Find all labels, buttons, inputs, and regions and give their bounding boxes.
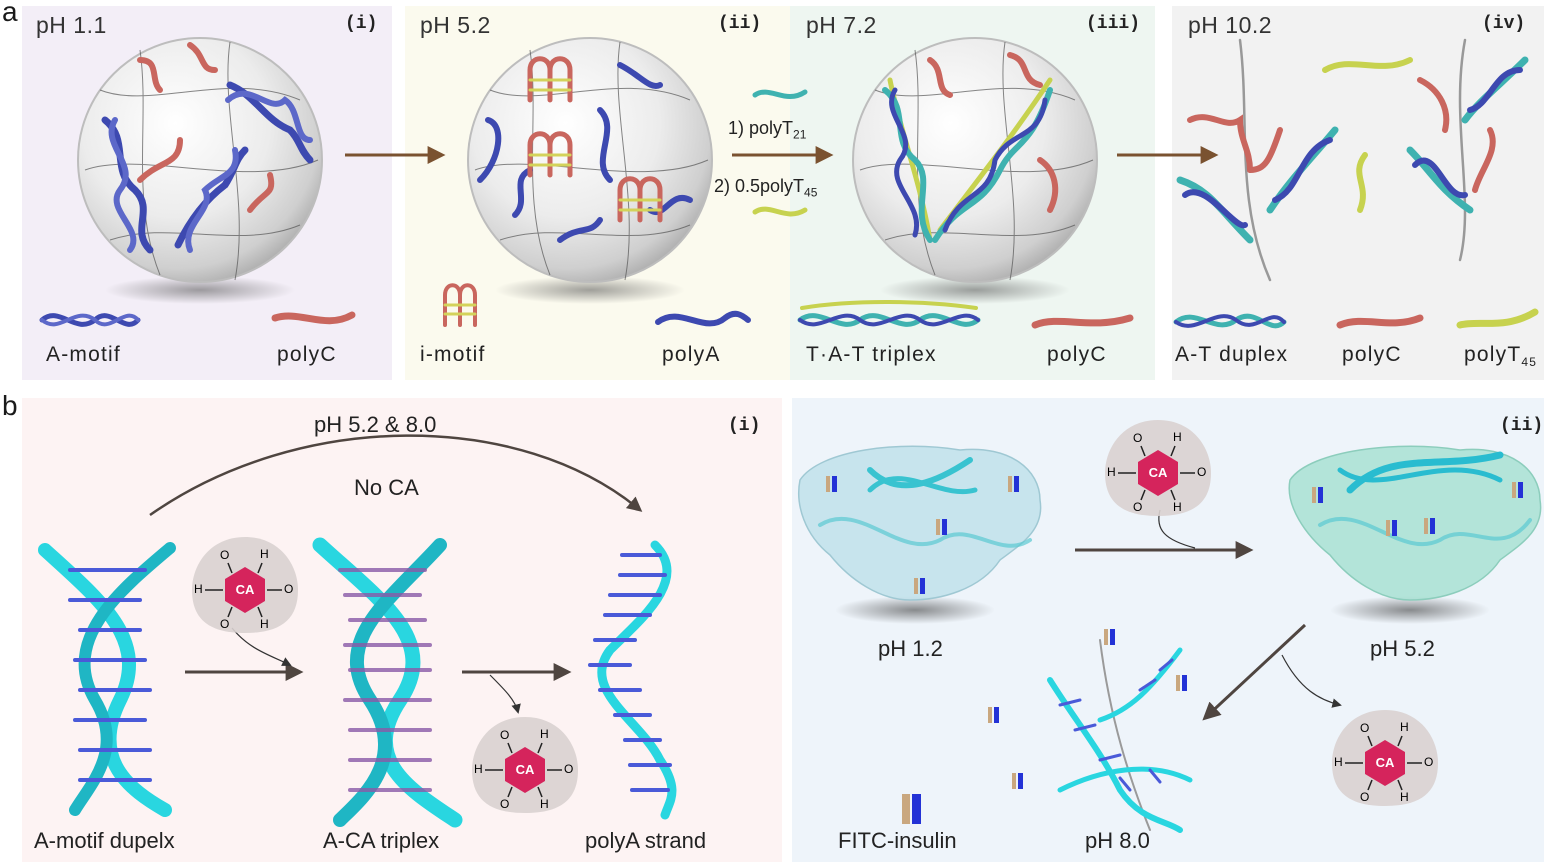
polyt21-icon — [752, 89, 808, 99]
ca-out-arrow — [489, 674, 521, 714]
ca-o: O — [1197, 465, 1207, 479]
legend-at-duplex: A-T duplex — [1175, 343, 1289, 366]
arc-label-top: pH 5.2 & 8.0 — [314, 412, 437, 437]
legend-polyc-3: polyC — [1342, 343, 1402, 366]
ca-molecule-3: CA O H H O O H — [1103, 418, 1213, 518]
ca-o: O — [1424, 755, 1434, 769]
ca-h: H — [1173, 430, 1182, 444]
ca-h: H — [1334, 755, 1343, 769]
ca-o: O — [500, 728, 510, 742]
ca-in-arrow — [231, 627, 292, 666]
step-2-label: 2) 0.5polyT45 — [714, 176, 818, 200]
ca-center-1: CA — [235, 582, 255, 597]
legend-polyt45: polyT45 — [1464, 343, 1538, 370]
hydrogel-sphere-2 — [467, 37, 713, 304]
ca-molecule-1: CA O H H O O H — [190, 535, 300, 635]
ca-h: H — [260, 617, 269, 631]
roman-b2: (ii) — [1500, 416, 1544, 436]
ca-h: H — [1400, 720, 1409, 734]
legend-fitc-insulin: FITC-insulin — [838, 828, 957, 853]
a-motif-duplex — [38, 542, 176, 817]
hydrogel-sphere-1 — [77, 37, 323, 304]
ca-o: O — [1133, 500, 1143, 514]
ca-center-4: CA — [1375, 755, 1395, 770]
ph-label-b3: pH 8.0 — [1085, 828, 1150, 853]
roman-a1: (i) — [345, 14, 378, 34]
ca-h: H — [260, 547, 269, 561]
ca-h: H — [540, 727, 549, 741]
ca-o: O — [220, 548, 230, 562]
legend-polyc-1: polyC — [277, 343, 337, 366]
ca-h: H — [1107, 465, 1116, 479]
released-strands — [1176, 38, 1529, 282]
ca-molecule-2: CA O H H O O H — [470, 715, 580, 815]
ca-o: O — [564, 762, 574, 776]
arrow-b-ph52-to-80 — [1202, 623, 1307, 721]
legend-icons-a — [39, 283, 1539, 329]
ca-o: O — [1360, 790, 1370, 804]
roman-b1: (i) — [728, 416, 761, 436]
legend-polyc-2: polyC — [1047, 343, 1107, 366]
fitc-insulin-icon — [902, 794, 921, 824]
ca-o: O — [1133, 431, 1143, 445]
legend-polya: polyA — [662, 343, 721, 366]
ca-h: H — [1400, 790, 1409, 804]
gel-block-ph52 — [1288, 445, 1542, 624]
ca-center-2: CA — [515, 762, 535, 777]
polyt45-icon — [752, 206, 808, 217]
ph-label-a4: pH 10.2 — [1188, 12, 1273, 38]
ca-h: H — [474, 762, 483, 776]
gel-block-ph12 — [798, 445, 1042, 624]
ca-o: O — [284, 582, 294, 596]
ca-molecule-4: CA O H H O O H — [1330, 708, 1440, 808]
released-dna-ph80 — [1047, 639, 1193, 833]
ph-label-b1: pH 1.2 — [878, 636, 943, 661]
ca-out-arrow-b2 — [1281, 654, 1342, 708]
a-ca-triplex — [312, 537, 463, 828]
roman-a4: (iv) — [1482, 14, 1526, 34]
legend-triplex: T·A-T triplex — [806, 343, 937, 366]
hydrogel-sphere-3 — [852, 37, 1098, 304]
legend-a-motif: A-motif — [46, 343, 121, 366]
ca-h: H — [194, 582, 203, 596]
no-ca-arc-arrow — [149, 434, 643, 517]
ca-o: O — [1360, 721, 1370, 735]
polya-strand — [588, 540, 677, 820]
panel-a-graphics — [39, 37, 1539, 329]
label-a-ca-triplex: A-CA triplex — [323, 828, 440, 853]
ph-label-a2: pH 5.2 — [420, 12, 491, 38]
arc-label-bottom: No CA — [354, 475, 419, 500]
label-polya-strand: polyA strand — [585, 828, 707, 853]
label-a-motif-dupelx: A-motif dupelx — [34, 828, 175, 853]
panel-b-letter: b — [2, 390, 18, 421]
legend-i-motif: i-motif — [420, 343, 486, 366]
ca-center-3: CA — [1148, 465, 1168, 480]
ph-label-a1: pH 1.1 — [36, 12, 107, 38]
ca-h: H — [1173, 500, 1182, 514]
ph-label-a3: pH 7.2 — [806, 12, 877, 38]
ca-o: O — [500, 797, 510, 811]
roman-a2: (ii) — [718, 14, 762, 34]
ph-label-b2: pH 5.2 — [1370, 636, 1435, 661]
roman-a3: (iii) — [1086, 14, 1141, 34]
ca-h: H — [540, 797, 549, 811]
ca-o: O — [220, 617, 230, 631]
panel-a-letter: a — [2, 0, 18, 27]
step-1-label: 1) polyT21 — [728, 118, 807, 142]
